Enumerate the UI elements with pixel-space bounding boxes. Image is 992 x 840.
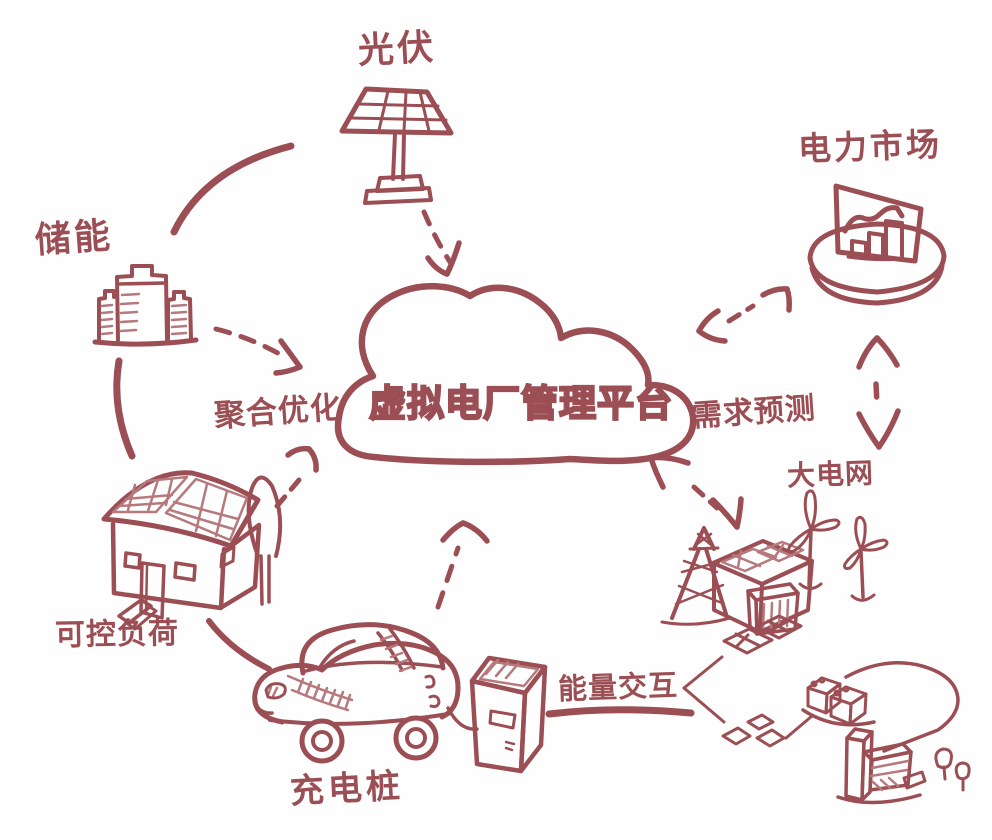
arrow-cloud-market-double xyxy=(696,286,792,344)
arrow-market-grid-double xyxy=(856,335,901,450)
cloud-icon xyxy=(334,283,697,466)
label-load: 可控负荷 xyxy=(54,615,180,654)
label-charger: 充电桩 xyxy=(289,766,405,812)
label-aggregation: 聚合优化 xyxy=(212,389,344,435)
exchange-underline xyxy=(545,706,695,718)
charging-pile-icon xyxy=(469,655,548,774)
label-exchange: 能量交互 xyxy=(557,667,679,707)
grid-building-icon xyxy=(711,539,814,655)
circle-arc-strokes xyxy=(113,142,295,672)
small-tree-icon xyxy=(934,747,971,792)
label-market: 电力市场 xyxy=(797,124,943,169)
arrow-solar-to-cloud xyxy=(421,209,462,277)
label-forecast: 需求预测 xyxy=(690,390,818,435)
arrow-house-to-aggregation xyxy=(274,445,319,509)
label-storage: 储能 xyxy=(33,215,115,262)
transmission-tower-icon xyxy=(660,526,732,626)
market-chart-icon xyxy=(807,183,947,306)
arrow-storage-to-cloud xyxy=(213,326,303,376)
label-pv: 光伏 xyxy=(356,26,438,73)
house-icon xyxy=(101,470,262,631)
label-grid: 大电网 xyxy=(786,456,875,493)
cloud-title: 虚拟电厂管理平台 xyxy=(368,381,673,426)
arrow-cloud-grid-double xyxy=(648,454,744,530)
city-network-icon xyxy=(682,655,971,805)
arrow-car-to-cloud xyxy=(435,520,490,610)
battery-icon xyxy=(92,264,199,347)
solar-panel-icon xyxy=(339,86,454,205)
car-icon xyxy=(252,622,479,764)
wind-turbine-icon xyxy=(787,489,889,602)
